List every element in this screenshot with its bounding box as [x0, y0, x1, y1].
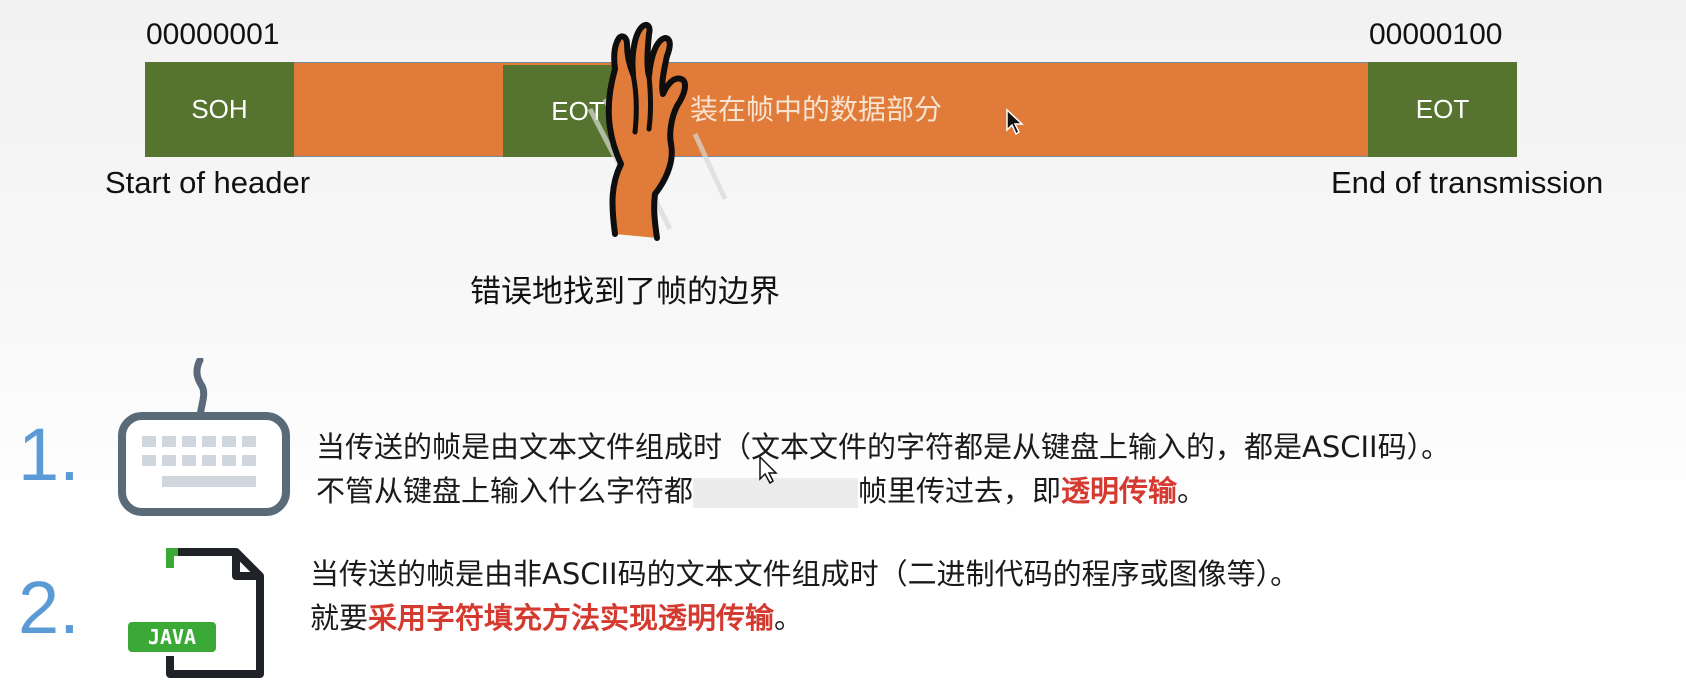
point-1-line-2-suffix: 。	[1177, 474, 1207, 508]
byte-stuffing-highlight: 采用字符填充方法实现透明传输	[368, 601, 775, 635]
redacted-block	[693, 478, 859, 508]
eot-binary-code: 00000100	[1369, 18, 1503, 51]
eot-end-segment: EOT	[1368, 62, 1517, 157]
point-1-line-1: 当传送的帧是由文本文件组成时（文本文件的字符都是从键盘上输入的，都是ASCII码…	[316, 430, 1451, 464]
soh-segment: SOH	[145, 62, 294, 157]
point-1-line-2: 不管从键盘上输入什么字符都 帧里传过去，即透明传输。	[316, 468, 1206, 510]
end-of-transmission-caption: End of transmission	[1331, 165, 1604, 200]
soh-binary-code: 00000001	[146, 18, 280, 51]
start-of-header-caption: Start of header	[105, 165, 311, 200]
point-number-1: 1.	[18, 413, 80, 496]
java-file-icon: JAVA	[128, 548, 264, 678]
point-2-line-2-suffix: 。	[774, 601, 804, 635]
java-badge-text: JAVA	[148, 625, 196, 649]
keyboard-icon	[118, 358, 290, 516]
point-2-line-2-prefix: 就要	[310, 601, 369, 635]
transparent-transmission-highlight: 透明传输	[1061, 474, 1178, 508]
point-number-2: 2.	[18, 566, 80, 649]
hand-stop-icon	[587, 21, 728, 241]
point-2-line-1: 当传送的帧是由非ASCII码的文本文件组成时（二进制代码的程序或图像等）。	[310, 557, 1300, 591]
point-2-line-2: 就要采用字符填充方法实现透明传输。	[310, 595, 803, 637]
error-boundary-caption: 错误地找到了帧的边界	[470, 274, 780, 310]
mouse-pointer-icon	[1006, 108, 1024, 136]
data-part-label: 装在帧中的数据部分	[690, 93, 943, 126]
frame-bar	[145, 62, 1517, 157]
mouse-pointer-icon-2	[759, 455, 778, 485]
point-1-line-2-prefix: 不管从键盘上输入什么字符都	[316, 474, 694, 508]
point-1-line-2-middle: 帧里传过去，即	[858, 474, 1062, 508]
